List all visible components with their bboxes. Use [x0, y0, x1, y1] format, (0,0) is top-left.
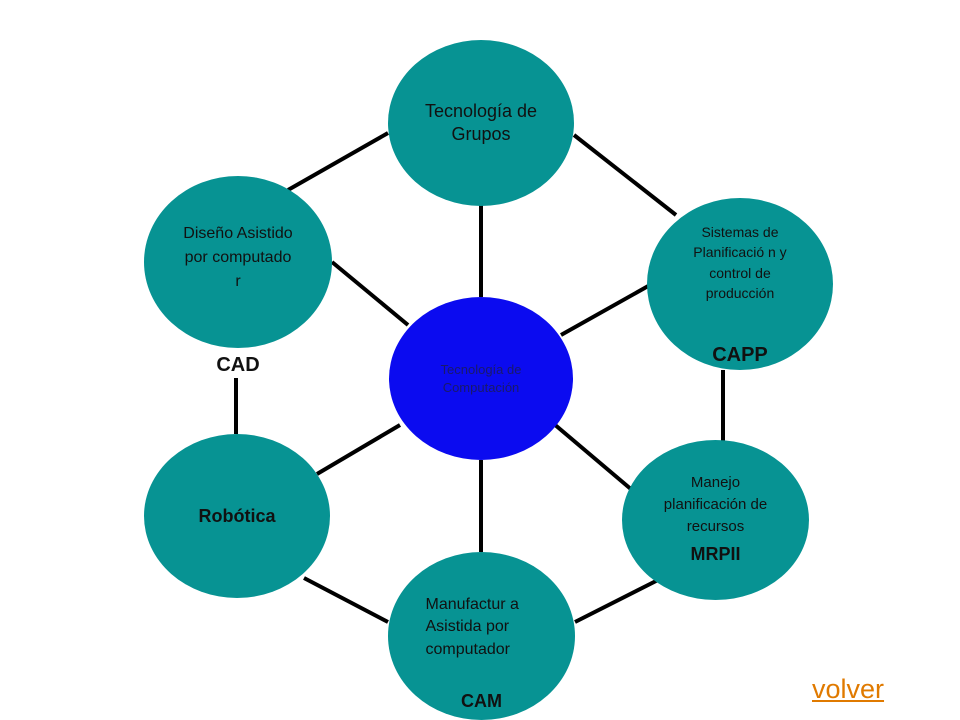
node-tecnologia-computacion: Tecnología de Computación	[389, 297, 573, 460]
node-cam: Manufactur a Asistida por computador CAM	[388, 552, 575, 720]
node-cad: Diseño Asistido por computado r CAD	[144, 176, 332, 376]
node-label: Manufactur a Asistida por computador	[425, 596, 519, 658]
connector-capp-center	[560, 283, 651, 337]
node-label: Tecnología de Grupos	[424, 100, 538, 144]
connector-cad-center	[330, 260, 410, 327]
connector-robotica-cam	[303, 576, 389, 624]
node-label: Robótica	[198, 505, 276, 526]
node-label: Manejo planificación de recursos	[663, 474, 768, 535]
connector-top-capp	[572, 133, 678, 217]
node-abbreviation: CAPP	[712, 344, 768, 366]
node-capp: Sistemas de Planificació n y control de …	[647, 198, 833, 370]
node-label: Sistemas de Planificació n y control de …	[693, 224, 787, 301]
connector-center-mrp	[552, 422, 634, 492]
volver-link[interactable]: volver	[812, 674, 885, 704]
connector-center-robotica	[315, 423, 402, 476]
node-abbreviation: CAD	[216, 354, 260, 376]
node-label: Tecnología de Computación	[440, 361, 522, 395]
node-tecnologia-grupos: Tecnología de Grupos	[388, 40, 574, 206]
connector-top-cad	[287, 131, 389, 192]
node-abbreviation: CAM	[461, 691, 502, 711]
node-label: Diseño Asistido por computado r	[183, 225, 293, 290]
connector-mrp-cam	[574, 578, 659, 624]
node-abbreviation: MRPII	[690, 544, 741, 565]
node-robotica: Robótica	[144, 434, 330, 598]
node-mrpii: Manejo planificación de recursos MRPII	[622, 440, 809, 600]
